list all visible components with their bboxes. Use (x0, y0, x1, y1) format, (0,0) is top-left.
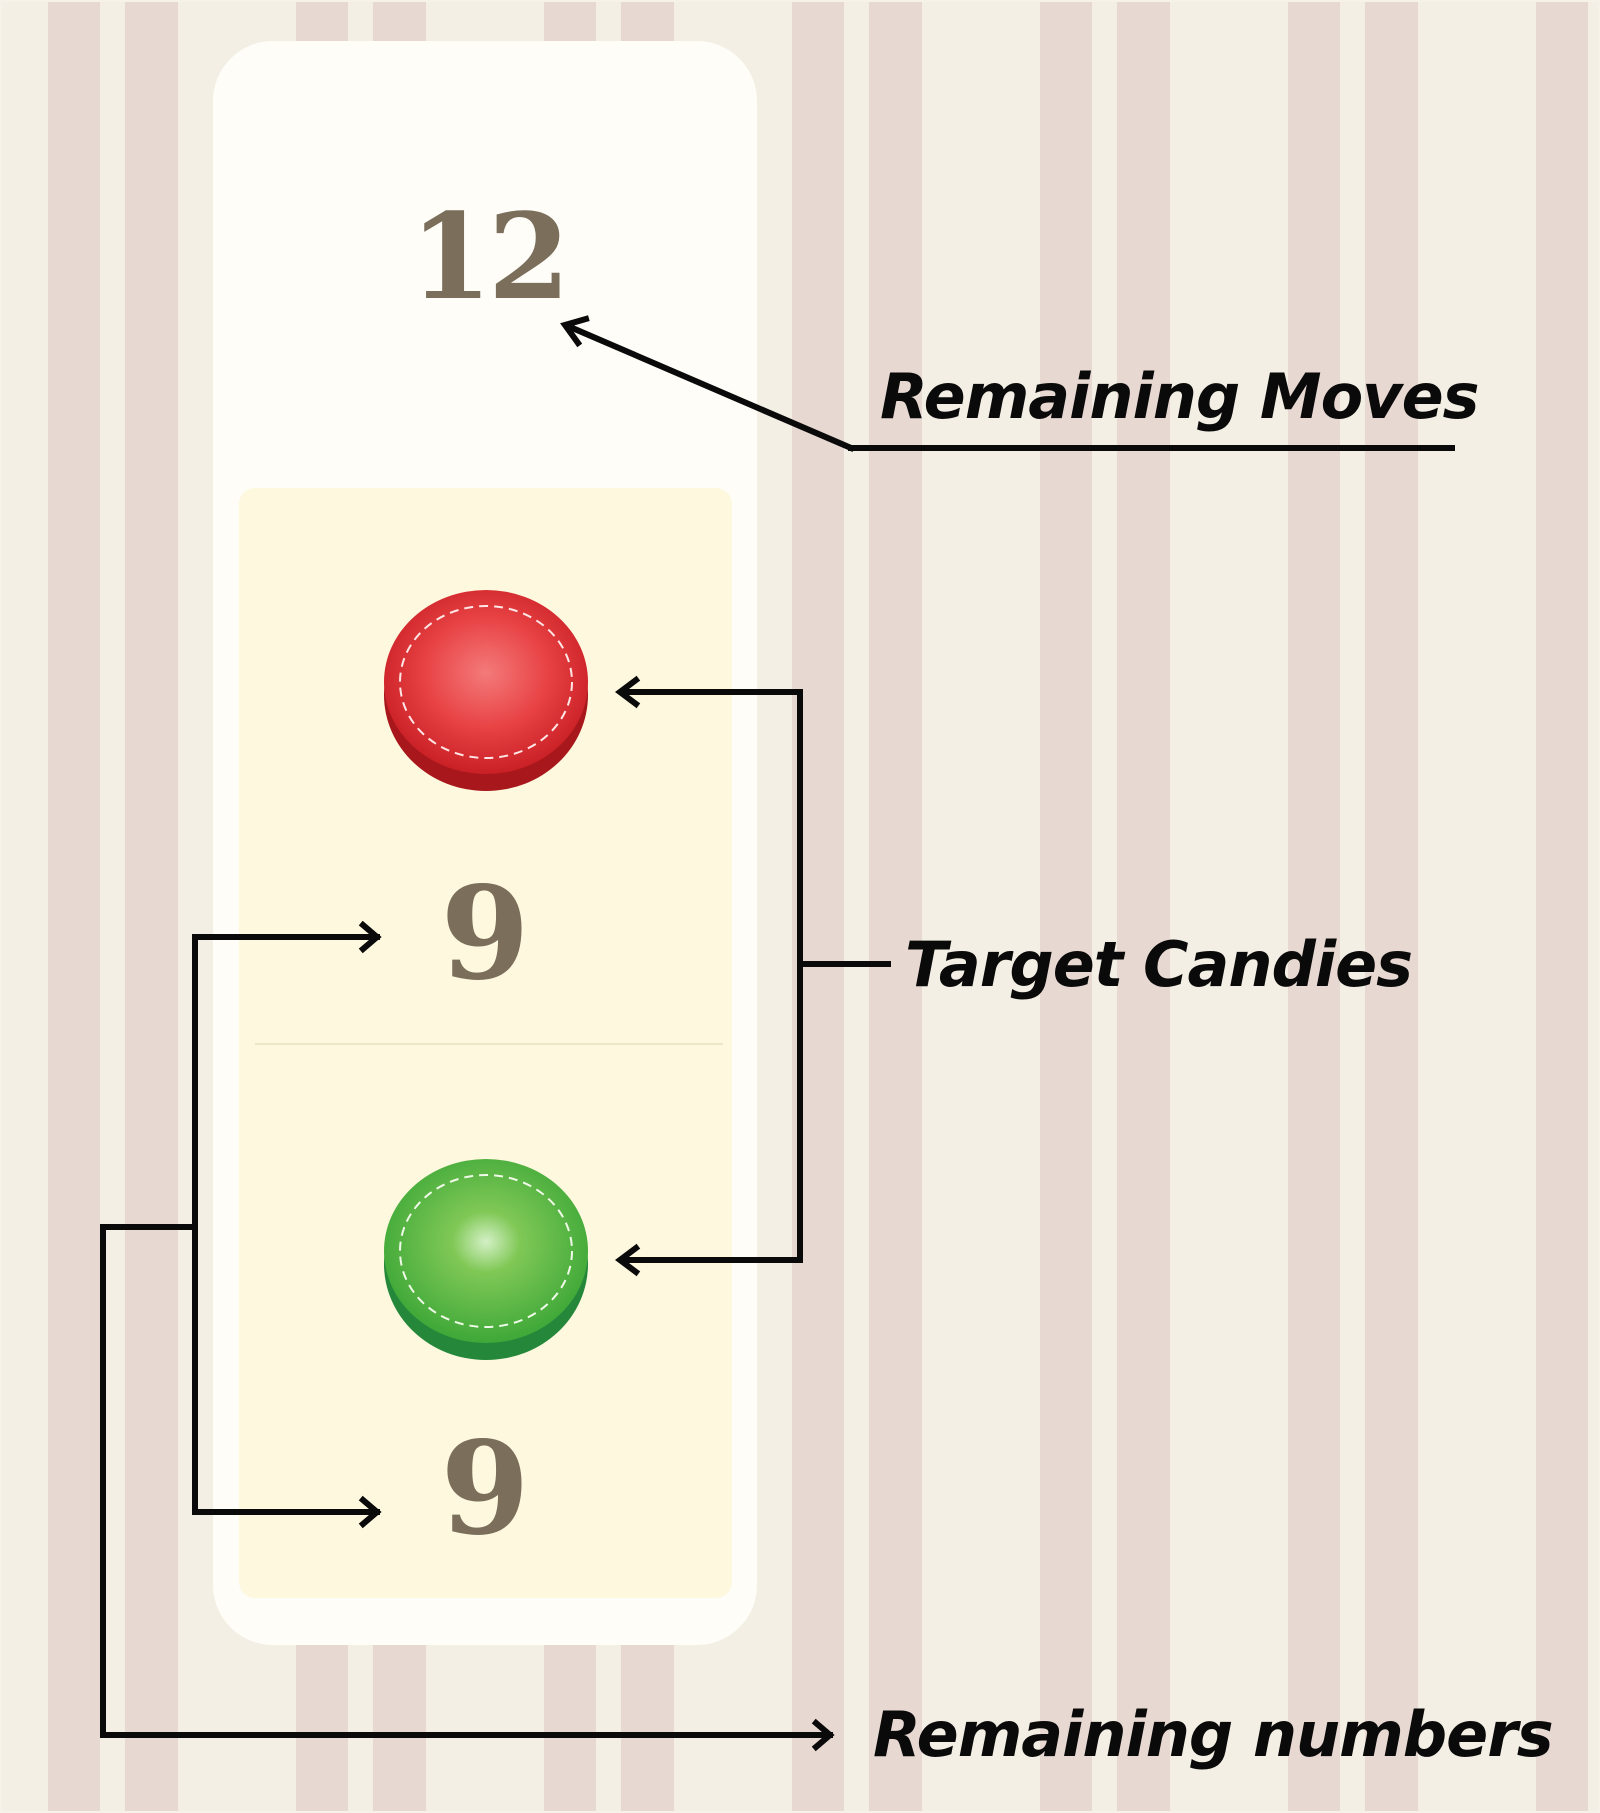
green-candy-arrowhead (615, 1243, 641, 1277)
targets-divider (255, 1043, 723, 1045)
moves-callout-arrow-line (566, 323, 855, 452)
red-target-remaining: 9 (440, 859, 530, 1009)
green-candy-icon (384, 1159, 588, 1360)
numbers-callout-arrowhead (811, 1718, 835, 1752)
remaining-moves-label: Remaining Moves (880, 360, 1480, 433)
target-candies-label: Target Candies (905, 928, 1413, 1001)
red-candy-icon (384, 590, 588, 791)
red-candy-arrowhead (615, 675, 641, 709)
moves-callout-arrowhead (560, 315, 590, 348)
remaining-numbers-label: Remaining numbers (873, 1698, 1554, 1771)
green-target-remaining: 9 (440, 1414, 530, 1564)
green-count-arrowhead (358, 1495, 382, 1529)
moves-remaining-count: 12 (409, 187, 570, 326)
red-count-arrowhead (358, 920, 382, 954)
numbers-callout-line (100, 1224, 833, 1738)
numbers-bracket (192, 934, 380, 1515)
